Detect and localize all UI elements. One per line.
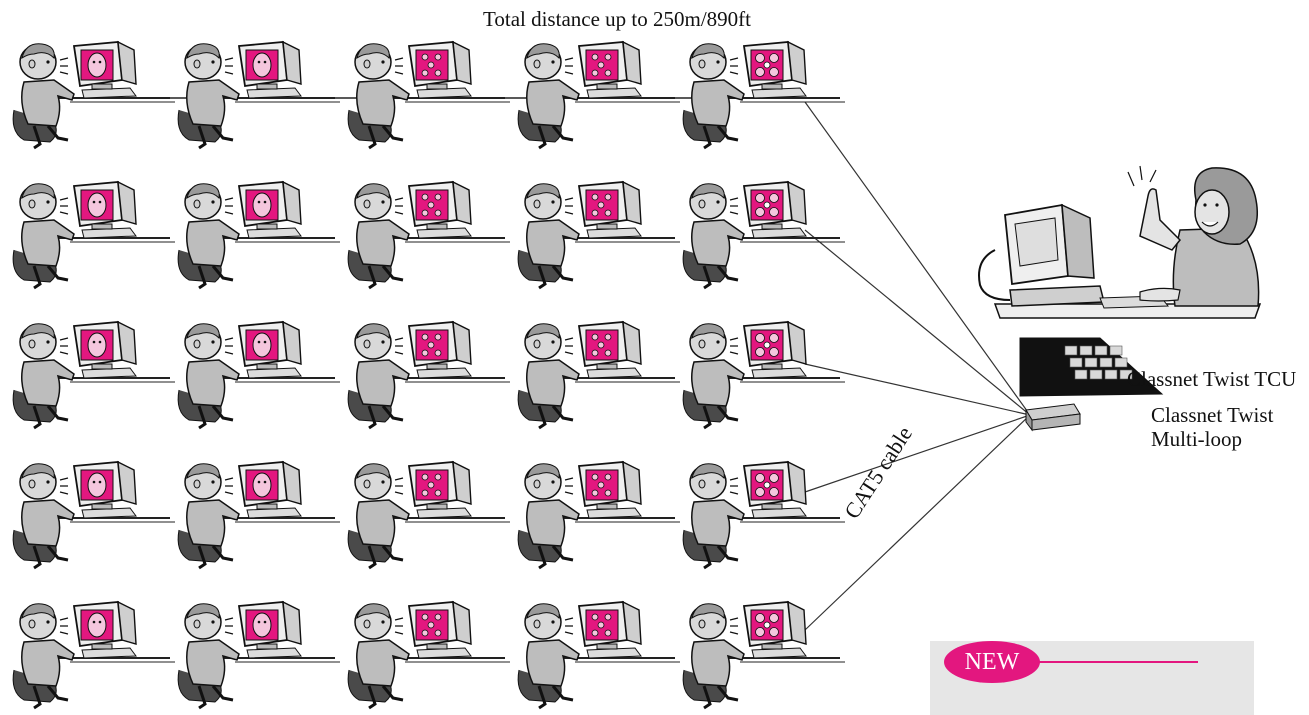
student-at-computer-icon bbox=[177, 40, 340, 150]
cable-line bbox=[804, 363, 1031, 416]
student-at-computer-icon bbox=[12, 40, 175, 150]
student-at-computer-icon bbox=[177, 180, 340, 290]
student-at-computer-icon bbox=[517, 320, 680, 430]
student-at-computer-icon bbox=[177, 320, 340, 430]
student-at-computer-icon bbox=[347, 320, 510, 430]
cable-line bbox=[804, 101, 1031, 416]
cable-line bbox=[804, 414, 1031, 493]
student-at-computer-icon bbox=[682, 320, 845, 430]
cable-line bbox=[804, 414, 1031, 631]
student-at-computer-icon bbox=[682, 600, 845, 710]
student-at-computer-icon bbox=[347, 600, 510, 710]
multiloop-label: Classnet Twist Multi-loop bbox=[1151, 403, 1274, 451]
keypad-tcu-icon bbox=[1019, 337, 1164, 397]
diagram-title: Total distance up to 250m/890ft bbox=[483, 7, 751, 31]
student-at-computer-icon bbox=[12, 460, 175, 570]
student-at-computer-icon bbox=[517, 600, 680, 710]
student-at-computer-icon bbox=[682, 40, 845, 150]
student-at-computer-icon bbox=[517, 460, 680, 570]
student-at-computer-icon bbox=[517, 180, 680, 290]
new-badge-line bbox=[1038, 661, 1198, 663]
student-at-computer-icon bbox=[177, 600, 340, 710]
student-grid bbox=[12, 40, 845, 710]
student-at-computer-icon bbox=[347, 40, 510, 150]
new-panel: NEW bbox=[930, 641, 1254, 715]
student-at-computer-icon bbox=[517, 40, 680, 150]
multiloop-label-line2: Multi-loop bbox=[1151, 426, 1243, 451]
student-at-computer-icon bbox=[347, 460, 510, 570]
multiloop-label-line1: Classnet Twist bbox=[1151, 403, 1274, 427]
student-at-computer-icon bbox=[12, 180, 175, 290]
student-at-computer-icon bbox=[12, 600, 175, 710]
student-at-computer-icon bbox=[177, 460, 340, 570]
multiloop-box-icon bbox=[1025, 403, 1081, 432]
teacher-at-computer-icon bbox=[978, 165, 1262, 319]
student-at-computer-icon bbox=[12, 320, 175, 430]
teacher-station bbox=[978, 165, 1262, 432]
tcu-label: Classnet Twist TCU bbox=[1127, 367, 1297, 391]
student-at-computer-icon bbox=[682, 460, 845, 570]
student-at-computer-icon bbox=[347, 180, 510, 290]
cable-line bbox=[804, 229, 1031, 416]
student-at-computer-icon bbox=[682, 180, 845, 290]
new-badge: NEW bbox=[944, 641, 1040, 683]
